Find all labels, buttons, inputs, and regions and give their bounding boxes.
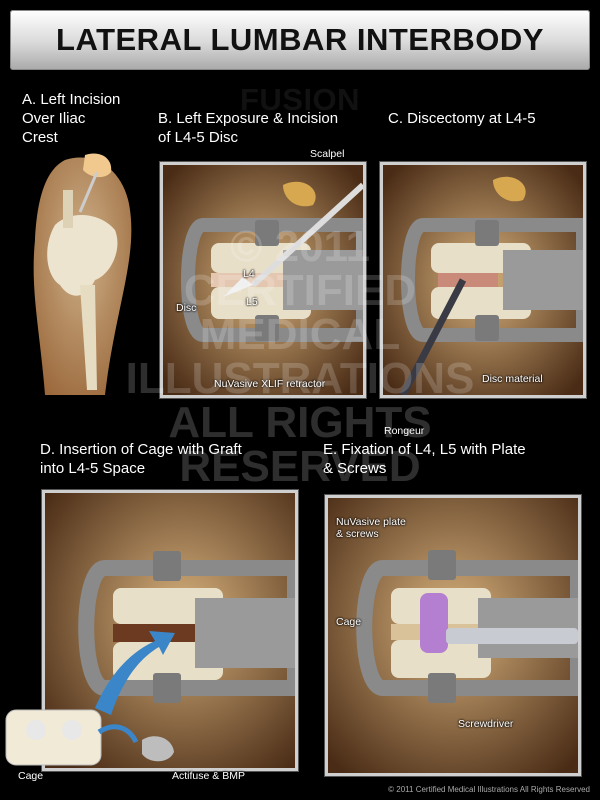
retractor-screw-bottom: [428, 673, 456, 703]
scalpel-blade: [223, 277, 253, 297]
retractor-body: [283, 250, 363, 310]
title-bar: LATERAL LUMBAR INTERBODY FUSION: [10, 10, 590, 117]
cage: [5, 709, 102, 766]
retractor-body: [195, 598, 295, 668]
graft-arrow: [97, 724, 139, 744]
retractor-screw-top: [428, 550, 456, 580]
retractor-blade: [356, 560, 578, 696]
retractor-screw-bottom: [475, 315, 499, 341]
label-l5: L5: [246, 296, 258, 308]
spine-bones: [63, 190, 73, 228]
yellow-fat: [283, 181, 316, 207]
panel-a-title: A. Left Incision Over Iliac Crest: [22, 91, 121, 146]
rongeur-shaft: [399, 278, 467, 395]
label-screwdriver: Screwdriver: [458, 718, 514, 730]
panel-e-title: E. Fixation of L4, L5 with Plate & Screw…: [323, 441, 526, 477]
label-retractor: NuVasive XLIF retractor: [214, 378, 326, 390]
hand: [83, 153, 112, 178]
label-actifuse: Actifuse & BMP: [172, 770, 245, 782]
panel-d-title: D. Insertion of Cage with Graft into L4-…: [40, 441, 242, 477]
cage-graft-window-1: [26, 720, 46, 740]
scalpel-shaft: [250, 182, 363, 288]
panel-e-frame: [325, 495, 581, 776]
retractor-blade: [181, 218, 363, 342]
bone-graft: [142, 736, 174, 762]
retractor-body: [503, 250, 583, 310]
panel-c-title: C. Discectomy at L4-5: [388, 110, 536, 127]
nuvasive-plate: [420, 593, 448, 653]
pelvis-bone: [47, 214, 118, 296]
panel-c-illustration: [383, 165, 583, 395]
yellow-fat: [493, 176, 526, 202]
label-rongeur: Rongeur: [384, 425, 425, 437]
retractor-screw-top: [475, 220, 499, 246]
cage-illustration: [5, 709, 174, 766]
label-plate-screws: NuVasive plate & screws: [336, 516, 406, 540]
label-disc-material: Disc material: [482, 373, 543, 385]
insertion-arrow: [95, 631, 175, 715]
label-cage-d: Cage: [18, 770, 44, 782]
copyright: © 2011 Certified Medical Illustrations A…: [388, 785, 590, 794]
page-title: LATERAL LUMBAR INTERBODY FUSION: [56, 22, 544, 117]
retractor-screw-top: [255, 220, 279, 246]
vertebra-l5: [391, 640, 491, 678]
retractor-blade: [78, 560, 295, 696]
scalpel-instrument: [78, 171, 99, 213]
retractor-screw-top: [153, 551, 181, 581]
cage-graft-window-2: [62, 720, 82, 740]
panel-b-title: B. Left Exposure & Incision of L4-5 Disc: [158, 110, 339, 146]
disc-material: [438, 273, 498, 287]
retractor-screw-bottom: [153, 673, 181, 703]
retractor-blade: [401, 218, 583, 342]
label-l4: L4: [243, 268, 255, 280]
label-disc: Disc: [176, 302, 197, 314]
screwdriver-shaft: [446, 628, 578, 644]
label-scalpel: Scalpel: [310, 148, 345, 160]
panel-b-frame: [160, 162, 366, 398]
panel-a-illustration: [33, 153, 132, 395]
panel-c-frame: [380, 162, 586, 398]
panel-b-illustration: [163, 165, 363, 395]
label-cage-e: Cage: [336, 616, 362, 628]
panel-d-illustration: [45, 493, 295, 768]
femur-bone: [80, 285, 97, 390]
panel-d-frame: [42, 490, 298, 771]
panel-e-illustration: [328, 498, 578, 773]
retractor-screw-bottom: [255, 315, 279, 341]
